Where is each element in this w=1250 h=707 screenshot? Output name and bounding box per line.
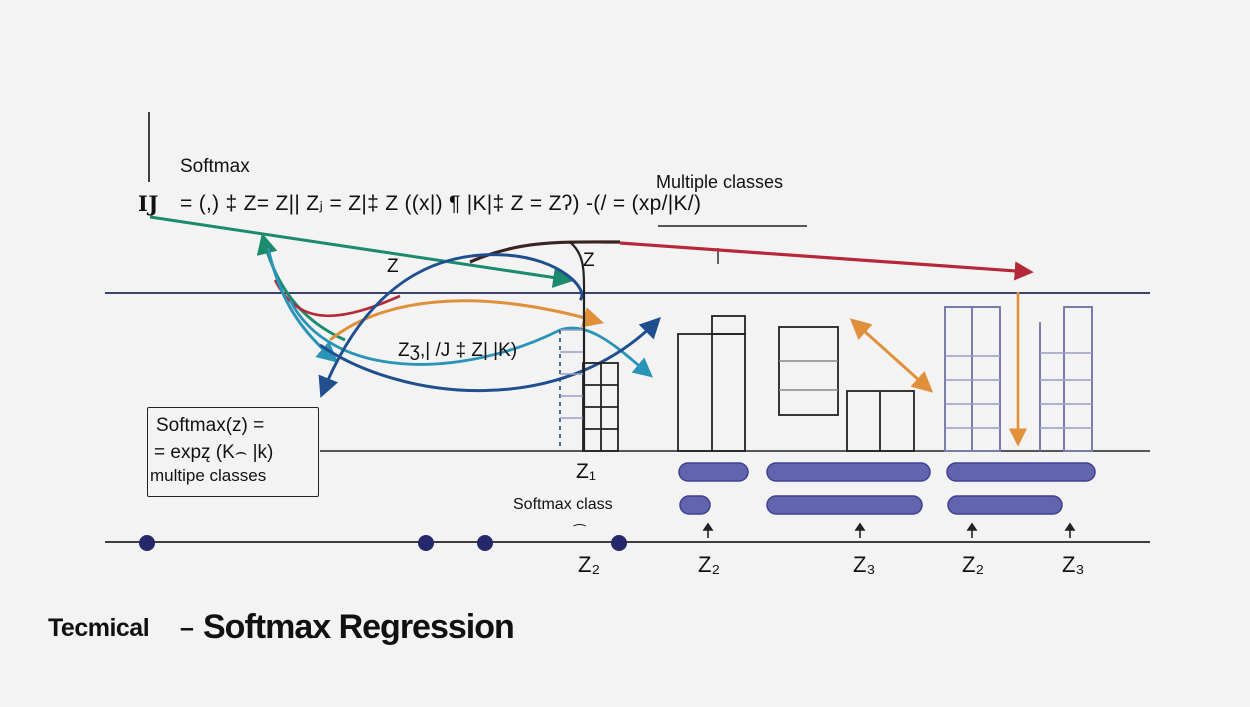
first-stack-grid-lines	[560, 329, 583, 419]
box-line-exp: = expz̨ (K⌢ |k)	[154, 442, 274, 463]
z-bottom-label: Z₂	[698, 552, 720, 577]
blue-lower-arc-arrow	[319, 317, 661, 393]
z1-label: Z₁	[576, 460, 596, 483]
footer-prefix: Tecmical	[48, 614, 150, 642]
third-bar-stack	[778, 326, 915, 452]
green-arrow	[149, 215, 575, 288]
purple-grid-right	[1039, 306, 1093, 452]
middle-formula: Zʒ,| /J ‡ Z| |K)	[398, 340, 518, 361]
footer-title: Softmax Regression	[203, 608, 515, 646]
first-bar-stack	[582, 362, 619, 452]
teal-down-arrow	[266, 247, 339, 363]
small-tick-mark: ⁀	[574, 524, 586, 540]
z-bottom-label: Z₃	[1062, 552, 1085, 577]
teal-curve-arrow	[288, 299, 654, 378]
z-bottom-label: Z₂	[578, 552, 600, 577]
timeline-dot-icon	[611, 535, 627, 551]
timeline-dots	[139, 535, 627, 551]
timeline-dot-icon	[418, 535, 434, 551]
softmax-formula: = (,) ‡ Z= Z|| Zⱼ = Z|‡ Z ((x|) ¶ |K|‡ Z…	[180, 192, 702, 215]
z-bottom-label: Z₃	[853, 552, 876, 577]
green-curve-arrow	[256, 232, 346, 342]
second-bar-stack	[677, 315, 746, 452]
dark-arc	[469, 240, 621, 264]
orange-curve-arrow	[329, 299, 605, 342]
small-up-arrows	[702, 522, 1076, 538]
purple-grid-left	[944, 306, 1001, 452]
box-line-classes: multipe classes	[150, 466, 267, 485]
z-label-left: Z	[387, 256, 399, 277]
formula-left-symbol: IJ	[138, 191, 159, 216]
z-bottom-label: Z₂	[962, 552, 984, 577]
box-line-softmax: Softmax(z) =	[156, 415, 265, 436]
timeline-dot-icon	[139, 535, 155, 551]
footer-dash: –	[180, 614, 194, 642]
dark-vertical-segment	[569, 241, 586, 450]
bar-row-1	[678, 462, 1096, 482]
z-label-right: Z	[583, 250, 595, 271]
blue-arc-arrow	[318, 253, 584, 398]
softmax-definition-box: Softmax(z) = = expz̨ (K⌢ |k) multipe cla…	[147, 407, 319, 497]
timeline-dot-icon	[477, 535, 493, 551]
red-arrow	[619, 241, 1034, 281]
softmax-heading: Softmax	[180, 156, 250, 177]
softmax-class-label: Softmax class	[513, 496, 613, 513]
bar-row-2	[679, 495, 1063, 515]
multiple-classes-label: Multiple classes	[656, 172, 784, 192]
orange-double-arrow	[849, 318, 934, 393]
